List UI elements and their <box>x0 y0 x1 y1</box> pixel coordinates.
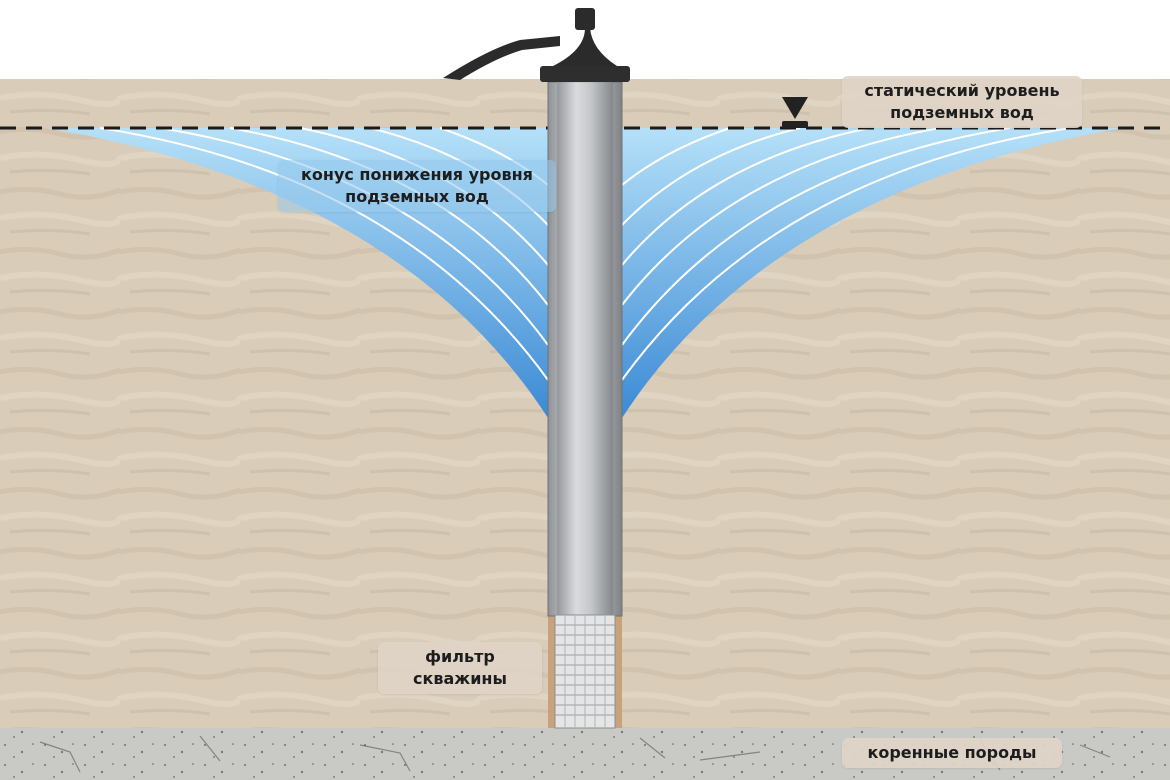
static-water-level-label: статический уровень подземных вод <box>842 76 1082 128</box>
well-filter-screen <box>554 614 616 729</box>
bedrock-text: коренные породы <box>867 743 1037 762</box>
static-level-line1: статический уровень <box>864 81 1060 100</box>
inner-pipe <box>557 82 613 616</box>
filter-line1: фильтр <box>425 647 495 666</box>
cone-line1: конус понижения уровня <box>301 165 533 184</box>
bedrock-label: коренные породы <box>842 738 1062 768</box>
pump-head <box>443 8 630 82</box>
cone-right <box>621 127 1122 418</box>
filter-line2: скважины <box>413 669 507 688</box>
cone-of-depression-label: конус понижения уровня подземных вод <box>278 160 556 212</box>
water-level-marker-icon <box>782 97 808 128</box>
well-filter-label: фильтр скважины <box>378 642 542 694</box>
cone-line2: подземных вод <box>345 187 489 206</box>
bedrock-cracks <box>39 735 1111 773</box>
static-level-line2: подземных вод <box>890 103 1034 122</box>
